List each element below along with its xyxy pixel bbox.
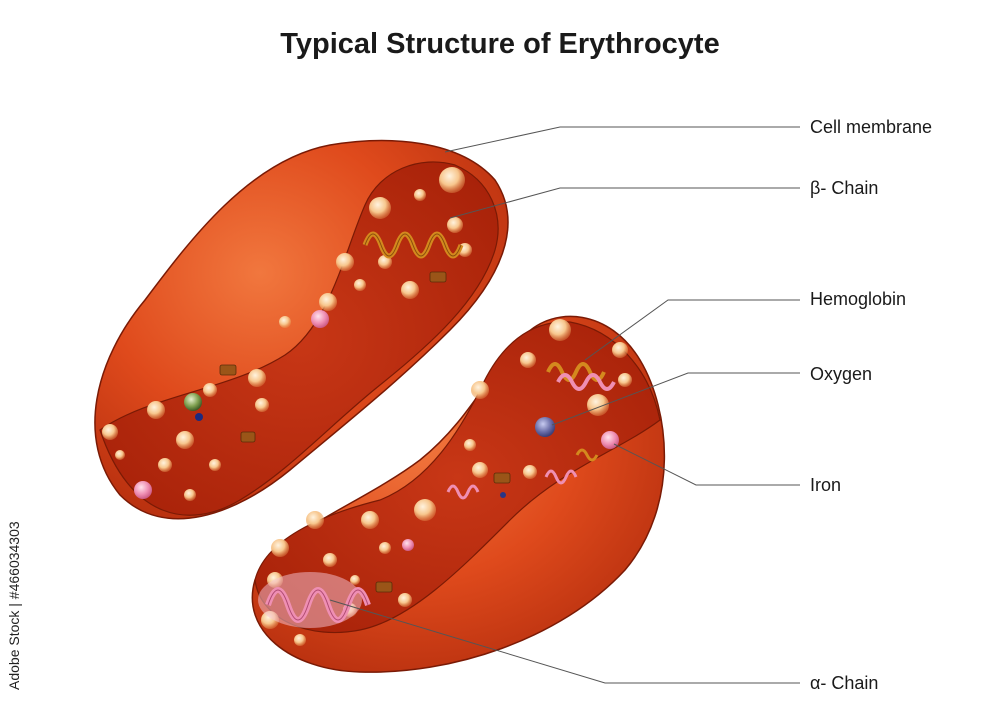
granule: [184, 489, 196, 501]
granule: [255, 398, 269, 412]
upper-cell-cut-face: [99, 161, 499, 516]
granule: [378, 255, 392, 269]
granule: [176, 431, 194, 449]
stock-watermark-id: Adobe Stock | #466034303: [6, 521, 22, 690]
granule: [618, 373, 632, 387]
granule: [471, 381, 489, 399]
green-molecule: [184, 393, 202, 411]
granule: [464, 439, 476, 451]
granule: [203, 383, 217, 397]
cytoplasm-granules: [102, 167, 632, 646]
leader-beta-chain: [449, 187, 800, 219]
leader-iron: [613, 443, 800, 486]
leader-alpha-chain: [329, 599, 800, 684]
granule: [612, 342, 628, 358]
oxygen-molecule-small: [195, 413, 203, 421]
label-iron: Iron: [810, 475, 842, 495]
granule: [248, 369, 266, 387]
label-hemoglobin: Hemoglobin: [810, 289, 907, 309]
granule: [369, 197, 391, 219]
granule: [279, 316, 291, 328]
alpha-chain-small-coils: [446, 448, 599, 500]
granule: [401, 281, 419, 299]
label-cell-membrane: Cell membrane: [810, 117, 933, 137]
iron-ion: [601, 431, 619, 449]
granule: [209, 459, 221, 471]
granule: [306, 511, 324, 529]
granule: [323, 553, 337, 567]
leader-hemoglobin: [584, 299, 800, 361]
oxygen-molecule-tiny: [500, 492, 506, 498]
label-oxygen: Oxygen: [810, 364, 873, 384]
granule: [520, 352, 536, 368]
granule: [379, 542, 391, 554]
granule: [294, 634, 306, 646]
granule: [587, 394, 609, 416]
beta-chain-coil-upper: [362, 231, 464, 259]
granule: [472, 462, 488, 478]
granule: [523, 465, 537, 479]
diagram-title: Typical Structure of Erythrocyte: [280, 28, 720, 60]
granule: [549, 319, 571, 341]
alpha-chain-coil: [258, 572, 371, 628]
granule: [158, 458, 172, 472]
granule: [271, 539, 289, 557]
label-leader-lines: [329, 126, 800, 684]
iron-ion-upper: [311, 310, 329, 328]
hemoglobin-cluster: [546, 362, 616, 391]
iron-ion-left: [134, 481, 152, 499]
granule: [354, 279, 366, 291]
granule: [336, 253, 354, 271]
iron-ion-lower: [402, 539, 414, 551]
heme-groups: [219, 271, 511, 593]
granule: [319, 293, 337, 311]
granule: [447, 217, 463, 233]
granule: [361, 511, 379, 529]
granule: [439, 167, 465, 193]
granule: [350, 575, 360, 585]
granule: [147, 401, 165, 419]
granule: [398, 593, 412, 607]
oxygen-molecule: [535, 417, 555, 437]
granule: [414, 189, 426, 201]
granule: [115, 450, 125, 460]
leader-cell-membrane: [444, 126, 800, 153]
label-beta-chain: β- Chain: [810, 178, 879, 198]
label-alpha-chain: α- Chain: [810, 673, 879, 693]
granule: [102, 424, 118, 440]
leader-oxygen: [551, 372, 800, 426]
lower-cell-cut-face: [254, 321, 661, 634]
granule: [414, 499, 436, 521]
